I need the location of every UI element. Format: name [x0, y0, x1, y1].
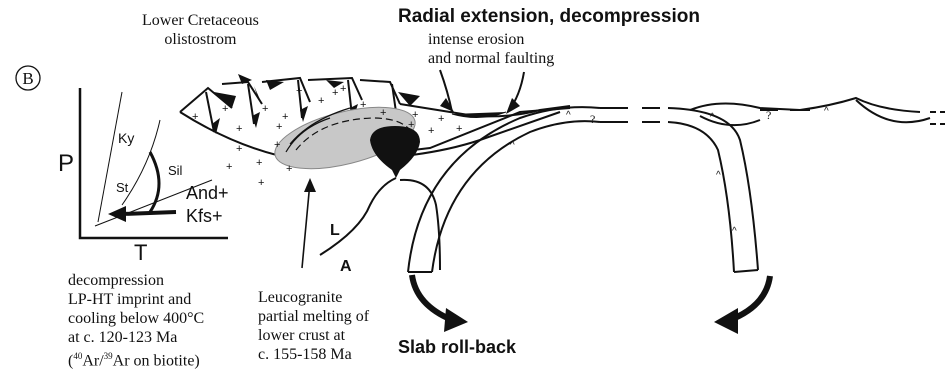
- slab-right-outer: [600, 108, 758, 270]
- panel-label: B: [22, 69, 33, 88]
- svg-text:+: +: [428, 125, 434, 137]
- leucogranite-note: Leucogranite partial melting of lower cr…: [258, 288, 369, 364]
- svg-text:+: +: [258, 177, 264, 189]
- decompression-line-1: decompression: [68, 271, 204, 290]
- svg-text:+: +: [222, 103, 228, 115]
- slab-left-inner: [432, 121, 600, 272]
- label-l: L: [330, 222, 340, 240]
- svg-text:+: +: [226, 161, 232, 173]
- pt-st: St: [116, 180, 128, 195]
- slab-right-tip: [734, 270, 758, 272]
- polarity-arrow-2: ^: [510, 140, 515, 151]
- pt-axis-t: T: [134, 240, 147, 266]
- erosion-line-1: intense erosion: [428, 30, 554, 49]
- svg-text:+: +: [274, 139, 280, 151]
- olistostrom-line-2: olistostrom: [142, 30, 259, 49]
- svg-text:+: +: [360, 99, 366, 111]
- pt-arrow-shaft: [122, 212, 176, 214]
- question-mark-1: ?: [590, 112, 595, 127]
- leucogranite-pointer-head: [304, 178, 316, 192]
- polarity-arrow-3: ^: [710, 112, 715, 123]
- svg-text:+: +: [296, 85, 302, 97]
- slab-right-inner: [600, 122, 734, 272]
- pt-and: And+: [186, 183, 229, 204]
- svg-text:+: +: [236, 143, 242, 155]
- svg-text:+: +: [192, 111, 198, 123]
- svg-text:+: +: [282, 111, 288, 123]
- erosion-arrow-right: [506, 98, 520, 114]
- leucogranite-pointer: [302, 182, 310, 268]
- decompression-line-4: at c. 120-123 Ma: [68, 328, 204, 347]
- pt-ky: Ky: [118, 130, 134, 146]
- olistostrom-line-1: Lower Cretaceous: [142, 11, 259, 30]
- rollback-arrowhead-left: [444, 308, 468, 332]
- label-a: A: [340, 258, 352, 276]
- rollback-arrowhead-right: [714, 308, 738, 334]
- question-mark-2: ?: [766, 108, 771, 123]
- svg-text:+: +: [318, 95, 324, 107]
- svg-text:+: +: [286, 163, 292, 175]
- svg-text:+: +: [332, 87, 338, 99]
- svg-text:+: +: [340, 83, 346, 95]
- polarity-arrow-4: ^: [716, 170, 721, 181]
- svg-text:+: +: [380, 107, 386, 119]
- polarity-arrow-1: ^: [566, 110, 571, 121]
- decompression-note: decompression LP-HT imprint and cooling …: [68, 271, 204, 370]
- svg-text:+: +: [412, 109, 418, 121]
- erosion-note: intense erosion and normal faulting: [428, 30, 554, 68]
- leucogranite-line-3: lower crust at: [258, 326, 369, 345]
- polarity-arrow-6: ^: [824, 106, 829, 117]
- pt-st-line: [98, 92, 122, 222]
- erosion-line-2: and normal faulting: [428, 49, 554, 68]
- pt-path: [150, 152, 159, 212]
- leucogranite-body: [370, 126, 420, 178]
- ocean-lens: [700, 116, 760, 125]
- decompression-line-2: LP-HT imprint and: [68, 290, 204, 309]
- title: Radial extension, decompression: [398, 6, 700, 28]
- pt-sil: Sil: [168, 163, 182, 178]
- svg-text:+: +: [438, 113, 444, 125]
- ocean-end: [930, 112, 945, 124]
- leucogranite-line-2: partial melting of: [258, 307, 369, 326]
- leucogranite-line-1: Leucogranite: [258, 288, 369, 307]
- slab-rollback-label: Slab roll-back: [398, 337, 516, 358]
- polarity-arrow-5: ^: [732, 226, 737, 237]
- svg-text:+: +: [262, 103, 268, 115]
- decompression-line-3: cooling below 400°C: [68, 309, 204, 328]
- pt-kfs: Kfs+: [186, 206, 223, 227]
- pt-axis-p: P: [58, 150, 74, 178]
- olistostrom-note: Lower Cretaceous olistostrom: [142, 11, 259, 49]
- biotite-line: (40Ar/39Ar on biotite): [68, 347, 204, 370]
- svg-text:+: +: [236, 123, 242, 135]
- lithosphere-boundary: [320, 178, 396, 255]
- leucogranite-line-4: c. 155-158 Ma: [258, 345, 369, 364]
- svg-text:+: +: [456, 123, 462, 135]
- svg-text:+: +: [256, 157, 262, 169]
